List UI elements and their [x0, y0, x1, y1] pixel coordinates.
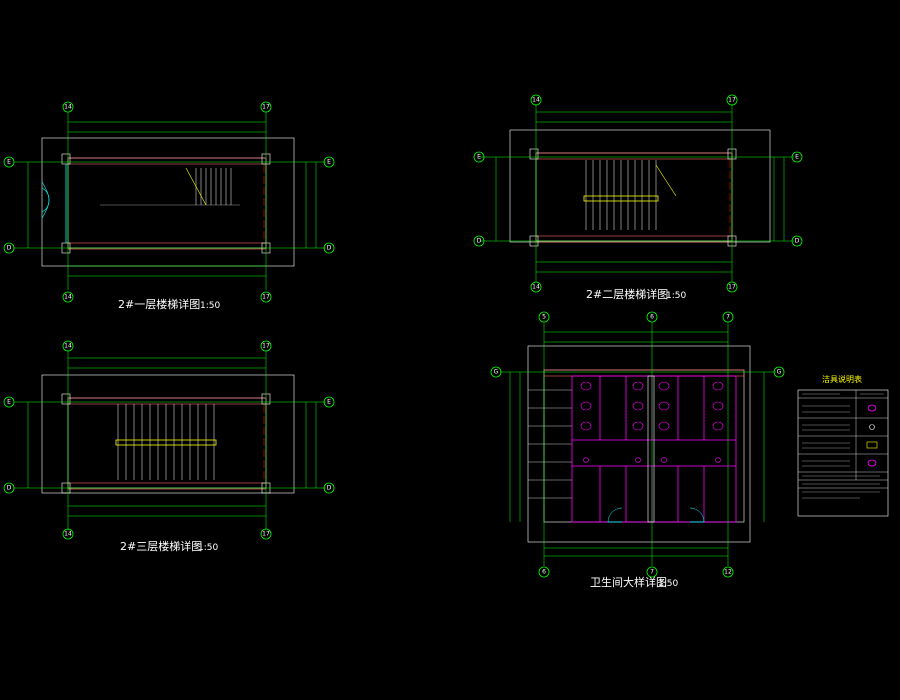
fixture-legend: 洁具说明表	[797, 374, 889, 517]
axis-label: E	[327, 399, 331, 406]
axis-label: 17	[262, 104, 270, 111]
axis-label: E	[477, 154, 481, 161]
axis-label: E	[327, 159, 331, 166]
plan-scale: 1:50	[200, 301, 220, 311]
axis-label: 14	[64, 294, 72, 301]
plan-second-floor: 14 17 14 17 E D E D 2#二层楼梯详图 1:50	[473, 94, 803, 301]
plan-title: 2#三层楼梯详图	[120, 539, 202, 553]
axis-label: D	[7, 485, 12, 492]
axis-label: 17	[262, 531, 270, 538]
plan-scale: 1:50	[198, 543, 218, 553]
axis-label: 6	[650, 314, 654, 321]
plan-title: 2#二层楼梯详图	[586, 287, 668, 301]
axis-label: 6	[542, 569, 546, 576]
plan-first-floor: 14 17 14 17 E D E D 2#一层楼梯详图 1:50	[3, 101, 335, 311]
axis-label: 17	[262, 343, 270, 350]
plan-scale: 1:50	[658, 579, 678, 589]
axis-label: 17	[262, 294, 270, 301]
plan-restroom-detail: 5 6 7 G G 6 7 12 卫生间大样详图 1:50	[490, 311, 785, 589]
axis-label: 7	[726, 314, 730, 321]
axis-label: 14	[64, 531, 72, 538]
axis-label: 14	[64, 343, 72, 350]
axis-label: 14	[532, 284, 540, 291]
axis-label: D	[795, 238, 800, 245]
axis-label: 7	[650, 569, 654, 576]
axis-label: E	[7, 159, 11, 166]
axis-label: G	[494, 369, 499, 376]
axis-label: 5	[542, 314, 546, 321]
axis-label: D	[7, 245, 12, 252]
axis-label: 12	[724, 569, 732, 576]
axis-label: 17	[728, 284, 736, 291]
axis-label: D	[477, 238, 482, 245]
plan-title: 卫生间大样详图	[590, 575, 667, 589]
legend-title: 洁具说明表	[822, 374, 862, 384]
axis-label: 17	[728, 97, 736, 104]
plan-scale: 1:50	[666, 291, 686, 301]
axis-label: E	[7, 399, 11, 406]
axis-label: E	[795, 154, 799, 161]
axis-label: D	[327, 485, 332, 492]
axis-label: 14	[532, 97, 540, 104]
axis-label: 14	[64, 104, 72, 111]
axis-label: D	[327, 245, 332, 252]
plan-third-floor: 14 17 14 17 E D E D 2#三层楼梯详图 1:50	[3, 340, 335, 553]
plan-title: 2#一层楼梯详图	[118, 297, 200, 311]
axis-label: G	[777, 369, 782, 376]
